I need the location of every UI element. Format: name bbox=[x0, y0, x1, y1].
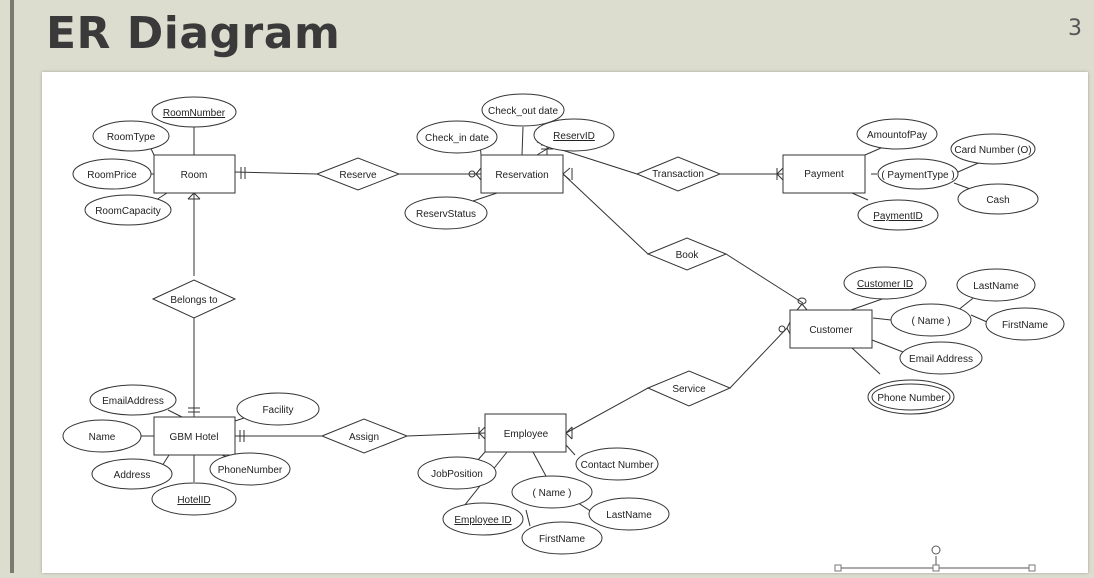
slide-title: ER Diagram bbox=[46, 8, 341, 59]
attr-room-number: RoomNumber bbox=[163, 108, 226, 119]
attr-email-address: Email Address bbox=[909, 354, 973, 365]
er-diagram: Room Reservation Payment Customer GBM Ho… bbox=[62, 93, 1065, 572]
attr-amount-of-pay: AmountofPay bbox=[867, 130, 927, 141]
attr-room-type: RoomType bbox=[107, 132, 156, 143]
relationship-reserve: Reserve bbox=[315, 157, 401, 191]
attr-reserv-status: ReservStatus bbox=[416, 209, 476, 220]
attr-facility: Facility bbox=[262, 405, 293, 416]
attribute-ovals bbox=[62, 93, 1065, 555]
relationship-belongs-to-label: Belongs to bbox=[170, 295, 218, 306]
attr-hotel-name: Name bbox=[89, 432, 116, 443]
attr-check-out-date: Check_out date bbox=[488, 106, 558, 117]
attr-customer-id: Customer ID bbox=[857, 279, 913, 290]
relationship-book-label: Book bbox=[676, 250, 700, 261]
relationship-belongs-to: Belongs to bbox=[151, 279, 237, 319]
entity-room: Room bbox=[153, 154, 236, 194]
resize-handle-top[interactable] bbox=[932, 564, 940, 572]
entity-hotel: GBM Hotel bbox=[153, 416, 236, 456]
attr-phone-number: Phone Number bbox=[877, 393, 945, 404]
slide-number: 3 bbox=[1068, 16, 1082, 41]
attr-payment-type: ( PaymentType ) bbox=[881, 170, 954, 181]
attr-employee-name: ( Name ) bbox=[533, 488, 572, 499]
attr-hotel-email: EmailAddress bbox=[102, 396, 164, 407]
slide-left-border bbox=[10, 0, 14, 573]
attr-payment-id: PaymentID bbox=[873, 211, 922, 222]
entity-customer-label: Customer bbox=[809, 325, 853, 336]
resize-handle-left[interactable] bbox=[834, 564, 842, 572]
relationship-transaction-label: Transaction bbox=[652, 169, 704, 180]
entity-payment-label: Payment bbox=[804, 169, 844, 180]
attr-customer-name: ( Name ) bbox=[912, 316, 951, 327]
attr-card-number: Card Number (O) bbox=[954, 145, 1031, 156]
relationship-reserve-label: Reserve bbox=[339, 170, 377, 181]
entity-employee-label: Employee bbox=[504, 429, 549, 440]
attr-hotel-phone: PhoneNumber bbox=[218, 465, 283, 476]
entity-hotel-label: GBM Hotel bbox=[170, 432, 219, 443]
attr-room-capacity: RoomCapacity bbox=[95, 206, 161, 217]
diagram-canvas: Room Reservation Payment Customer GBM Ho… bbox=[42, 72, 1088, 573]
entity-reservation-label: Reservation bbox=[495, 170, 548, 181]
entity-employee: Employee bbox=[484, 413, 567, 453]
attr-check-in-date: Check_in date bbox=[425, 133, 489, 144]
attr-reserv-id: ReservID bbox=[553, 131, 595, 142]
attr-hotel-id: HotelID bbox=[177, 495, 210, 506]
relationship-service-label: Service bbox=[672, 384, 706, 395]
resize-handle-right[interactable] bbox=[1028, 564, 1036, 572]
attr-room-price: RoomPrice bbox=[87, 170, 137, 181]
relationship-service: Service bbox=[646, 370, 732, 407]
relationship-assign-label: Assign bbox=[349, 432, 379, 443]
rotate-handle-icon[interactable] bbox=[931, 545, 941, 555]
attr-customer-firstname: FirstName bbox=[1002, 320, 1049, 331]
entity-customer: Customer bbox=[789, 309, 873, 349]
entity-room-label: Room bbox=[181, 170, 208, 181]
attr-job-position: JobPosition bbox=[431, 469, 483, 480]
attr-address: Address bbox=[114, 470, 151, 481]
attr-contact-number: Contact Number bbox=[581, 460, 654, 471]
attr-employee-lastname: LastName bbox=[606, 510, 652, 521]
attr-cash: Cash bbox=[986, 195, 1009, 206]
attr-customer-lastname: LastName bbox=[973, 281, 1019, 292]
relationship-book: Book bbox=[646, 237, 728, 271]
attr-employee-id: Employee ID bbox=[454, 515, 511, 526]
attribute-labels: RoomNumber RoomType RoomPrice RoomCapaci… bbox=[87, 106, 1048, 545]
relationship-assign: Assign bbox=[320, 418, 409, 454]
entity-reservation: Reservation bbox=[480, 154, 564, 194]
relationship-transaction: Transaction bbox=[635, 156, 722, 192]
selection-handles[interactable] bbox=[834, 545, 1036, 572]
entity-payment: Payment bbox=[782, 154, 866, 194]
attr-employee-firstname: FirstName bbox=[539, 534, 586, 545]
